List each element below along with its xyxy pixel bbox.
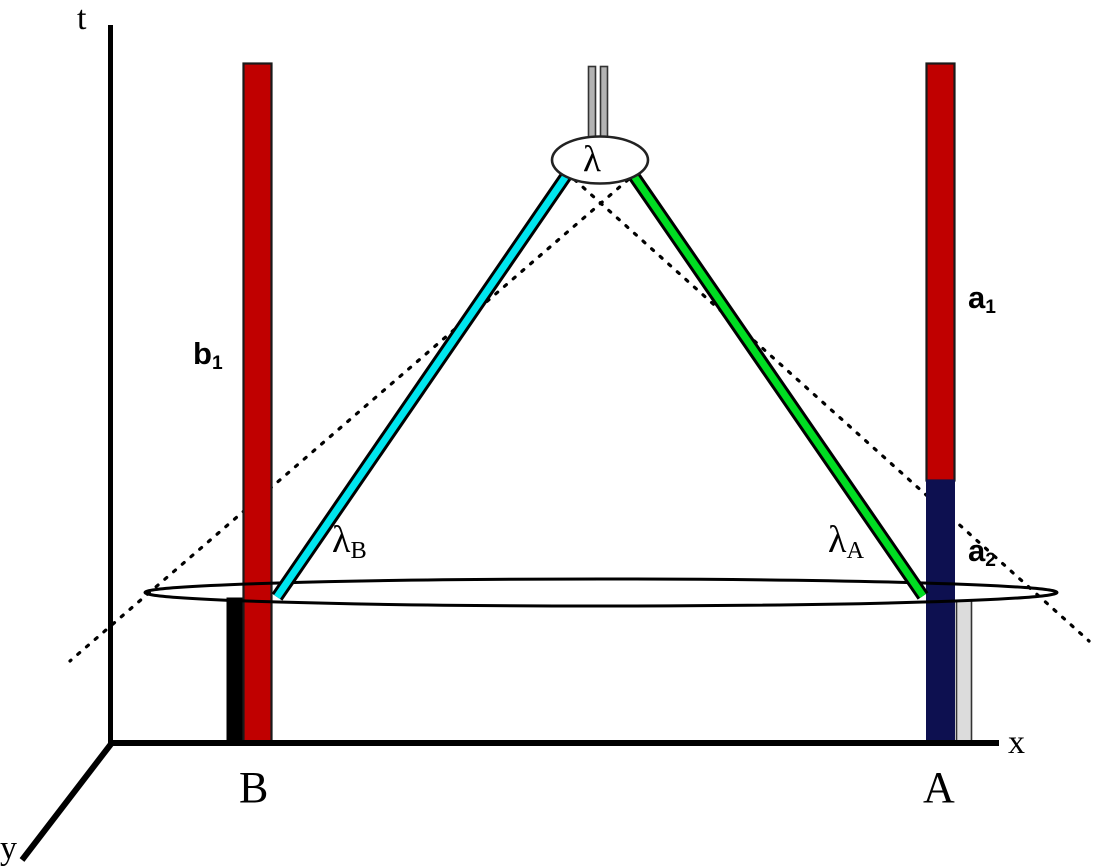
worldline-a-upper-bar-label-text: a xyxy=(968,280,986,315)
simultaneity-plane-ellipse xyxy=(143,577,1059,608)
worldline-b-group xyxy=(226,62,273,744)
ray-lambda-a-label: λA xyxy=(828,519,864,562)
source-lambda-label: λ xyxy=(583,139,601,180)
ray-lambda-b-label-sub: B xyxy=(350,536,367,564)
worldline-a-lower-bar-label: a2 xyxy=(968,533,996,570)
worldline-a-group xyxy=(925,62,973,744)
worldline-a-upper-bar xyxy=(925,62,956,482)
ray-lambda-b-group xyxy=(271,172,572,601)
worldline-a-lower-bar xyxy=(926,479,955,743)
ray-lambda-b-label-text: λ xyxy=(332,519,351,561)
worldline-b-bar-label: b1 xyxy=(193,336,223,373)
ray-lambda-a-label-sub: A xyxy=(846,536,864,564)
light-cone-group xyxy=(68,170,1091,663)
source-emitter-group xyxy=(550,65,650,185)
worldline-b-bar-label-sub: 1 xyxy=(211,353,223,375)
ray-lambda-a-core xyxy=(631,174,926,598)
light-cone-right-dotted-line xyxy=(564,170,1091,643)
y-axis-label: y xyxy=(0,830,17,867)
worldline-b-bar-label-text: b xyxy=(193,336,212,371)
source-bulb-ellipse xyxy=(550,135,650,185)
ray-lambda-a-group xyxy=(628,172,929,600)
worldline-b-main-bar xyxy=(242,62,273,744)
light-cone-left-dotted-line xyxy=(68,170,639,663)
worldline-a-upper-bar-label-sub: 1 xyxy=(985,297,996,319)
source-stem-right xyxy=(599,65,609,144)
ray-lambda-b-label: λB xyxy=(332,519,367,562)
ray-lambda-a-label-text: λ xyxy=(828,519,847,561)
worldline-a-point-label: A xyxy=(923,763,955,812)
source-stem-left xyxy=(587,65,597,144)
worldline-a-upper-bar-label: a1 xyxy=(968,280,996,317)
worldline-b-side-bar xyxy=(226,597,245,744)
axes-group xyxy=(19,25,999,862)
worldline-a-side-bar xyxy=(955,599,973,744)
worldline-b-point-label: B xyxy=(239,763,269,812)
y-axis-line xyxy=(19,742,114,862)
t-axis-label: t xyxy=(77,0,87,37)
x-axis-label: x xyxy=(1008,724,1025,761)
worldline-a-lower-bar-label-sub: 2 xyxy=(985,550,996,572)
ray-lambda-b-core xyxy=(274,174,569,599)
worldline-a-lower-bar-label-text: a xyxy=(968,533,986,568)
